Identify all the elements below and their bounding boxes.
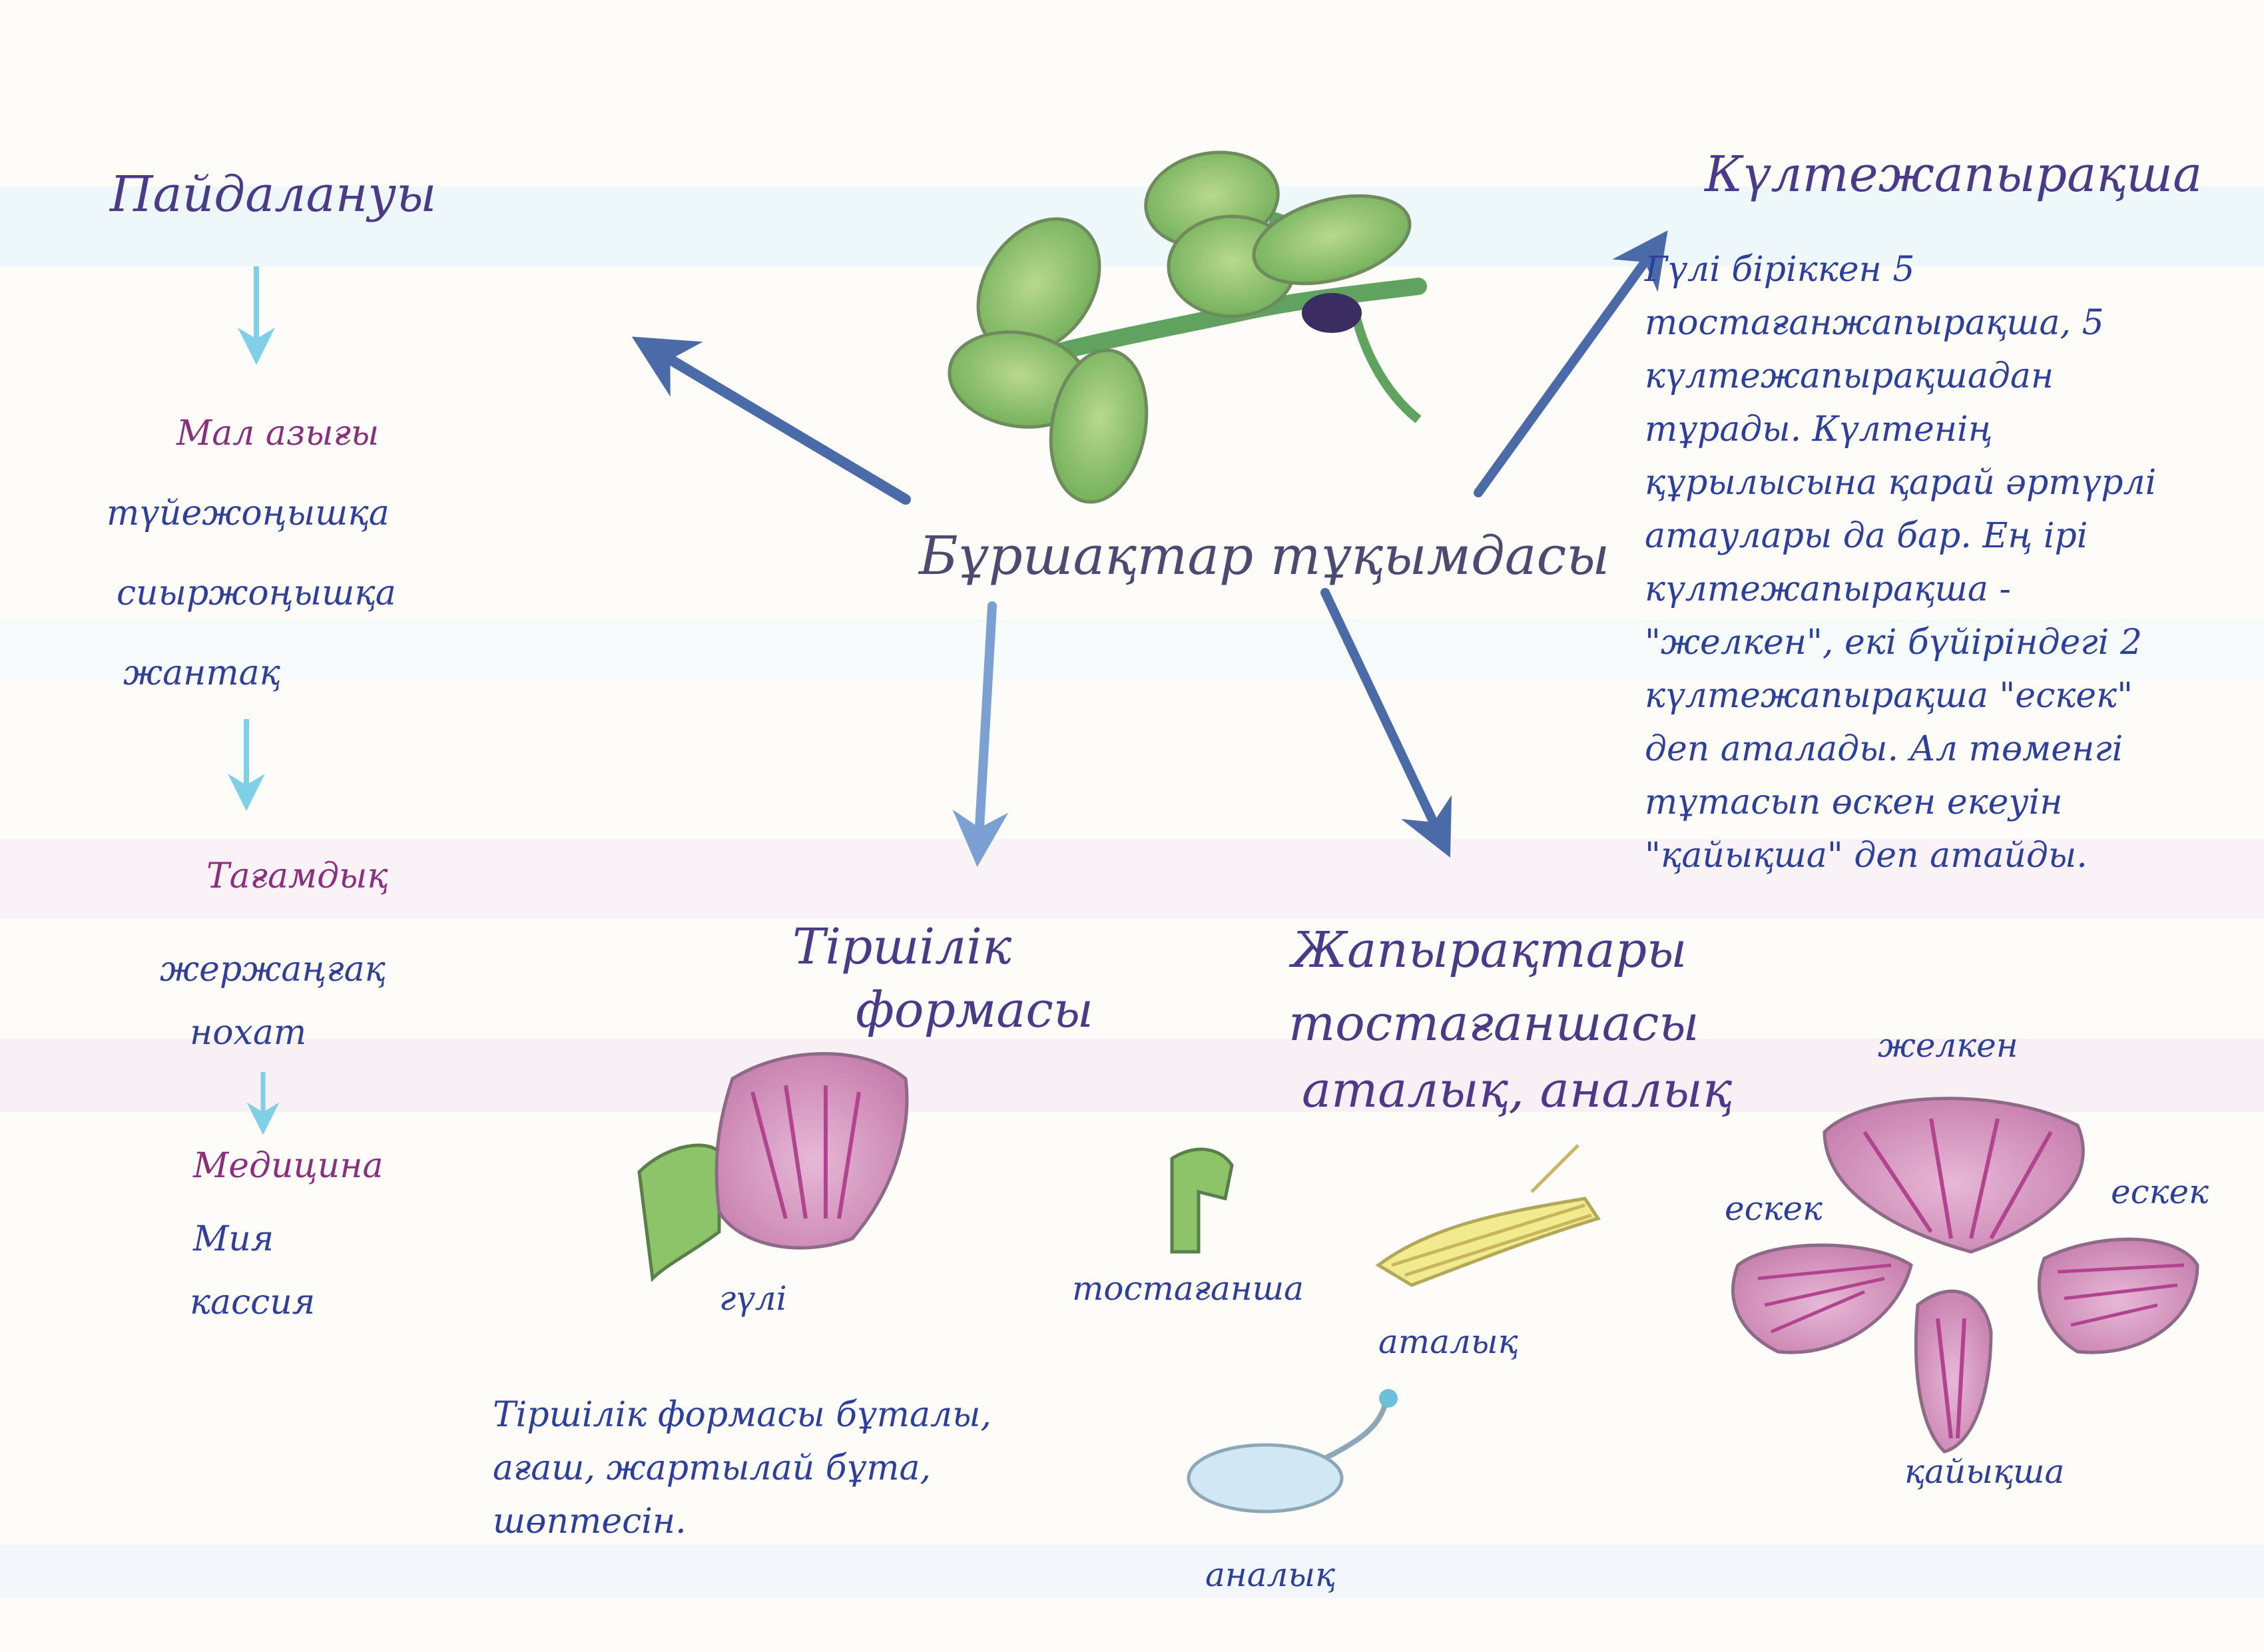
left-heading: Пайдалануы bbox=[110, 166, 437, 223]
petals-drawing bbox=[1731, 1097, 2199, 1454]
left-item-food-2: нохат bbox=[190, 1013, 307, 1053]
sepal-label: тостағанша bbox=[1072, 1269, 1304, 1308]
plant-branch-drawing bbox=[948, 150, 1427, 504]
oar-right-label: ескек bbox=[2111, 1173, 2209, 1211]
lifeform-heading-line1: Тіршілік bbox=[792, 918, 1012, 975]
right-heading: Күлтежапырақша bbox=[1705, 146, 2203, 203]
oar-left-label: ескек bbox=[1725, 1189, 1823, 1228]
left-item-fodder-1: түйежоңышқа bbox=[107, 493, 390, 533]
left-group-title-fodder: Мал азығы bbox=[176, 413, 380, 453]
sepal-drawing bbox=[1170, 1147, 1234, 1254]
keel-label: қайықша bbox=[1904, 1452, 2065, 1491]
parts-heading-line2: тостағаншасы bbox=[1288, 995, 1699, 1052]
flower-label: гүлі bbox=[719, 1279, 787, 1318]
left-item-food-1: жержаңғақ bbox=[160, 950, 386, 989]
left-group-title-food: Тағамдық bbox=[206, 856, 388, 896]
left-item-fodder-3: жантақ bbox=[123, 653, 281, 693]
stamen-drawing bbox=[1375, 1144, 1601, 1287]
pistil-drawing bbox=[1187, 1389, 1398, 1514]
lifeform-paragraph: Тіршілік формасы бұталы, ағаш, жартылай … bbox=[493, 1395, 991, 1541]
pistil-label: аналық bbox=[1205, 1555, 1336, 1594]
right-paragraph: Гүлі біріккен 5 тостағанжапырақша, 5 күл… bbox=[1645, 250, 2157, 876]
flower-drawing bbox=[637, 1052, 909, 1282]
parts-heading-line1: Жапырақтары bbox=[1292, 922, 1687, 979]
parts-heading-line3: аталық, аналық bbox=[1302, 1061, 1733, 1119]
left-group-title-medicine: Медицина bbox=[193, 1146, 384, 1186]
arrows bbox=[228, 230, 1668, 1135]
lifeform-heading-line2: формасы bbox=[856, 981, 1094, 1039]
left-item-medicine-2: кассия bbox=[190, 1282, 316, 1322]
left-item-fodder-2: сиыржоңышқа bbox=[117, 573, 396, 613]
center-title: Бұршақтар тұқымдасы bbox=[919, 525, 1610, 587]
stamen-label: аталық bbox=[1378, 1322, 1518, 1361]
sail-label: желкен bbox=[1878, 1026, 2018, 1065]
left-item-medicine-1: Мия bbox=[193, 1219, 274, 1259]
background-wash bbox=[0, 186, 2264, 1598]
